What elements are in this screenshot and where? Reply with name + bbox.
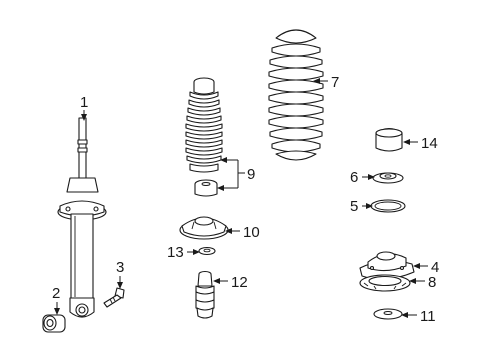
callout-9: 9: [247, 166, 255, 183]
jounce-bumper: [195, 270, 215, 319]
leader-4: [413, 263, 428, 269]
callout-4: 4: [431, 259, 439, 276]
leader-2: [54, 302, 60, 315]
shock-absorber: [57, 117, 107, 318]
callout-7: 7: [331, 74, 339, 91]
callout-8: 8: [428, 274, 436, 291]
leader-9: [217, 157, 245, 191]
callout-5: 5: [350, 198, 358, 215]
callout-11: 11: [420, 308, 436, 325]
leader-13: [187, 249, 200, 255]
bolt: [103, 287, 125, 308]
bushing: [42, 314, 66, 333]
leader-10: [225, 228, 240, 234]
coil-spring: [268, 29, 324, 161]
leader-12: [213, 278, 228, 284]
leader-6: [362, 174, 375, 180]
o-ring: [370, 199, 406, 213]
leader-3: [117, 276, 123, 289]
leader-7: [313, 78, 328, 84]
lower-spring-seat: [359, 274, 411, 292]
upper-spring-seat: [179, 216, 229, 240]
callout-1: 1: [80, 94, 88, 111]
strut-mount: [359, 251, 415, 280]
callout-3: 3: [116, 259, 124, 276]
leader-14: [403, 139, 418, 145]
leader-8: [409, 278, 425, 284]
insulator: [372, 172, 404, 184]
callout-6: 6: [350, 169, 358, 186]
callout-10: 10: [243, 224, 260, 241]
callout-14: 14: [421, 135, 438, 152]
bump-stop: [194, 179, 218, 197]
callout-13: 13: [167, 244, 184, 261]
leader-5: [362, 203, 373, 209]
washer: [198, 246, 216, 256]
callout-2: 2: [52, 285, 60, 302]
leader-11: [401, 312, 417, 318]
dust-boot: [185, 77, 223, 173]
leader-1: [81, 110, 87, 121]
callout-12: 12: [231, 274, 248, 291]
bump-cap: [375, 127, 403, 152]
washer-pad: [373, 308, 403, 320]
